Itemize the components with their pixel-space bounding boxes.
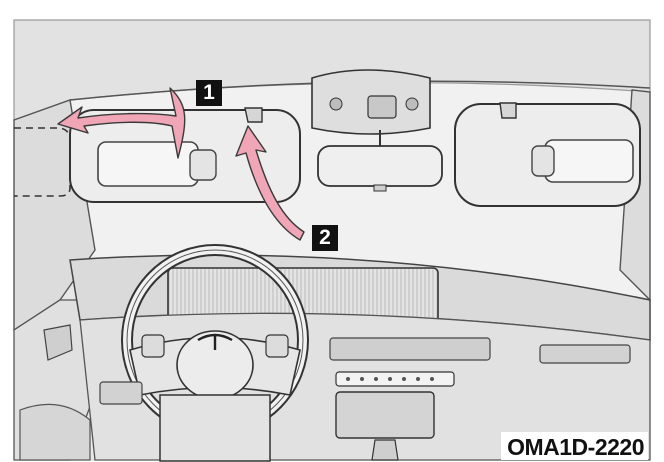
arrow-release-icon [235,125,305,241]
steering-wheel [121,244,309,462]
mirror-base [373,184,387,192]
overhead-button-right [405,97,419,111]
door-handle [43,324,73,361]
right-vent [539,344,631,364]
vanity-mirror-cover-left [189,149,217,181]
climate-screen [335,391,435,439]
vanity-mirror-cover-right [531,145,555,177]
control-strip-buttons [346,377,434,381]
visor-hinge-right [499,102,517,119]
vanity-mirror-right [544,139,634,183]
callout-2: 2 [312,225,338,251]
gear-selector [371,439,399,461]
overhead-button-left [329,97,343,111]
control-strip [335,371,455,387]
brand-logo-icon [197,333,233,350]
callout-1: 1 [196,80,222,106]
left-vent [99,381,143,405]
figure-code: OMA1D-2220 [501,432,648,460]
arrow-swing-icon [57,87,186,159]
door-armrest [19,403,91,461]
vanity-mirror-left [97,141,199,187]
overhead-lamp [367,95,397,119]
visor-hinge-left [244,107,263,123]
rear-view-mirror [317,145,443,187]
center-vent [329,337,491,361]
